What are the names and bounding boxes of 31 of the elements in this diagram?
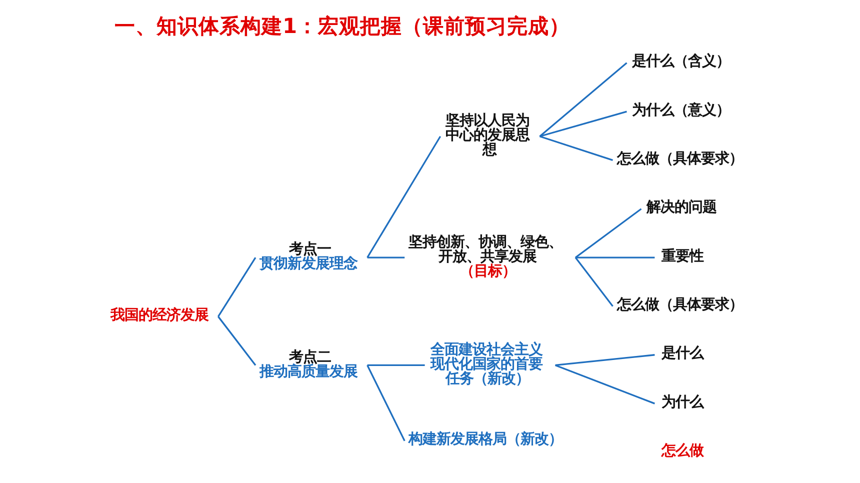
connector	[366, 135, 441, 258]
node-text: 全面建设社会主义现代化国家的首要任务（新改）	[430, 342, 542, 387]
node-text: 是什么	[660, 345, 703, 362]
connector	[217, 256, 256, 316]
connector	[574, 208, 642, 258]
connector	[539, 135, 613, 160]
connector	[554, 364, 654, 404]
node-text: 构建新发展格局（新改）	[408, 431, 562, 448]
connector	[574, 256, 613, 306]
node-text: 坚持创新、协调、绿色、开放、共享发展 （目标）	[408, 234, 562, 279]
connector	[217, 316, 256, 366]
node-text: 怎么做（具体要求）	[616, 296, 742, 312]
connector	[554, 354, 654, 366]
node-text: 重要性	[660, 248, 703, 264]
node-text: 坚持以人民为中心的发展思想	[445, 112, 530, 158]
node-text: 我国的经济发展	[110, 306, 208, 323]
connector	[574, 256, 654, 258]
connector	[538, 62, 627, 136]
connector	[366, 364, 424, 366]
connector	[366, 364, 405, 441]
node-text: 是什么（含义）	[631, 53, 730, 70]
node-text: 解决的问题	[646, 199, 716, 216]
diagram-title: 一、知识体系构建1：宏观把握（课前预习完成）	[114, 13, 570, 38]
label: 怎么做	[660, 442, 703, 459]
connector	[539, 110, 626, 137]
node-text: 为什么	[660, 394, 703, 410]
connector	[366, 256, 404, 258]
node-text: 考点二 推动高质量发展	[259, 348, 358, 380]
node-text: 考点一 贯彻新发展理念	[259, 241, 358, 272]
node-text: 怎么做（具体要求）	[616, 150, 742, 166]
node-text: 为什么（意义）	[631, 102, 730, 118]
